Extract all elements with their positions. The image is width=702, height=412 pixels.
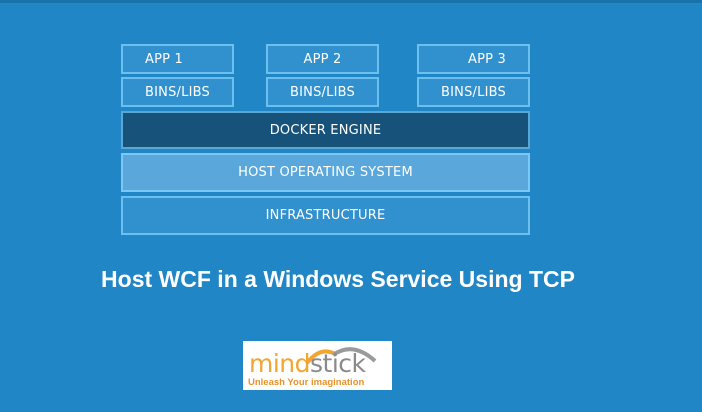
app-2-label: APP 2 (303, 51, 342, 67)
logo-word-mind: mind (249, 349, 311, 378)
infrastructure-label: INFRASTRUCTURE (265, 208, 386, 223)
logo-wordmark: mindstick (249, 349, 366, 378)
bins-libs-2-box: BINS/LIBS (266, 77, 379, 107)
bins-libs-1-box: BINS/LIBS (121, 77, 234, 107)
host-os-label: HOST OPERATING SYSTEM (238, 165, 413, 180)
app-1-box: APP 1 (121, 44, 234, 74)
app-1-label: APP 1 (145, 51, 183, 67)
docker-engine-label: DOCKER ENGINE (269, 122, 382, 138)
infrastructure-layer: INFRASTRUCTURE (121, 196, 530, 235)
logo-tagline: Unleash Your imagination (248, 377, 365, 388)
bins-libs-1-label: BINS/LIBS (145, 84, 210, 100)
host-os-layer: HOST OPERATING SYSTEM (121, 153, 530, 192)
top-edge-strip (0, 0, 702, 3)
app-3-label: APP 3 (468, 51, 506, 67)
bins-libs-3-label: BINS/LIBS (441, 84, 506, 100)
app-2-box: APP 2 (266, 44, 379, 74)
page-title: Host WCF in a Windows Service Using TCP (101, 266, 575, 292)
logo-word-stick: stick (310, 349, 366, 378)
app-3-box: APP 3 (417, 44, 530, 74)
logo-arc-icon (305, 347, 377, 365)
bins-libs-3-box: BINS/LIBS (417, 77, 530, 107)
mindstick-logo: mindstick Unleash Your imagination (243, 341, 392, 390)
docker-engine-layer: DOCKER ENGINE (121, 111, 530, 149)
bins-libs-2-label: BINS/LIBS (290, 84, 355, 100)
